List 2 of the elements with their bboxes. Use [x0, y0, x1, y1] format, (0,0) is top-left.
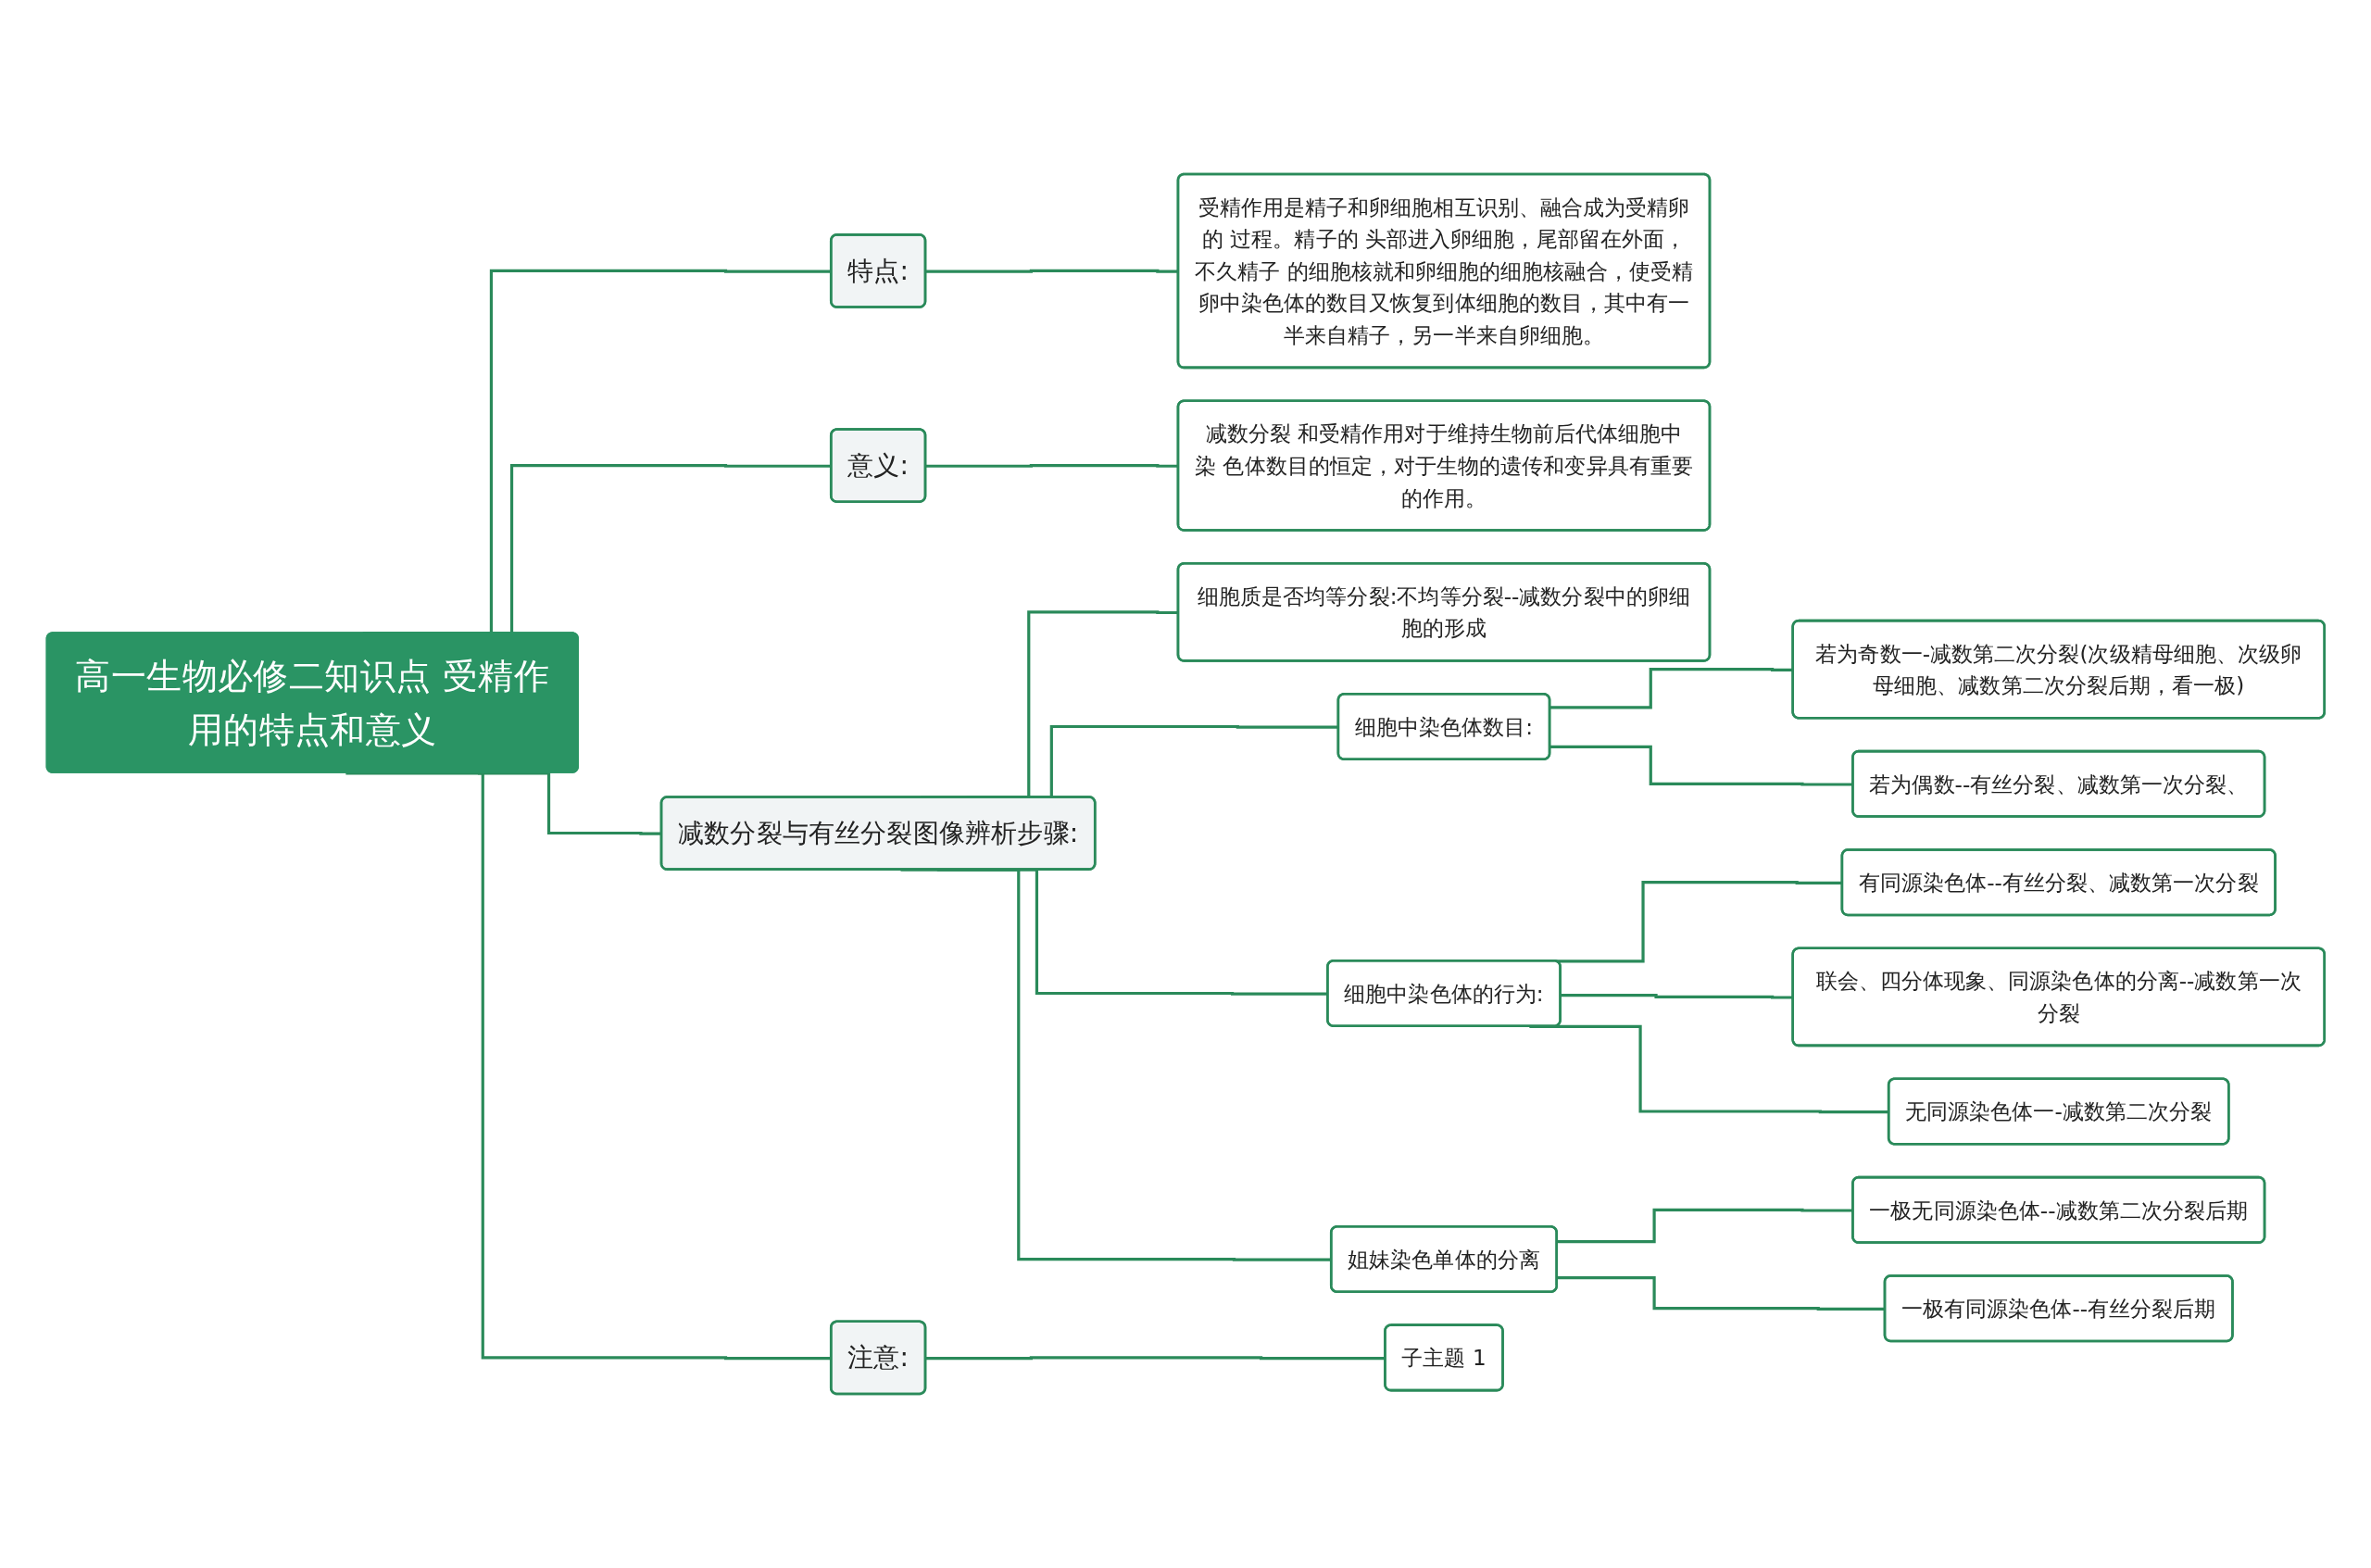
connector: [345, 771, 832, 1361]
connector: [1557, 1276, 1886, 1311]
